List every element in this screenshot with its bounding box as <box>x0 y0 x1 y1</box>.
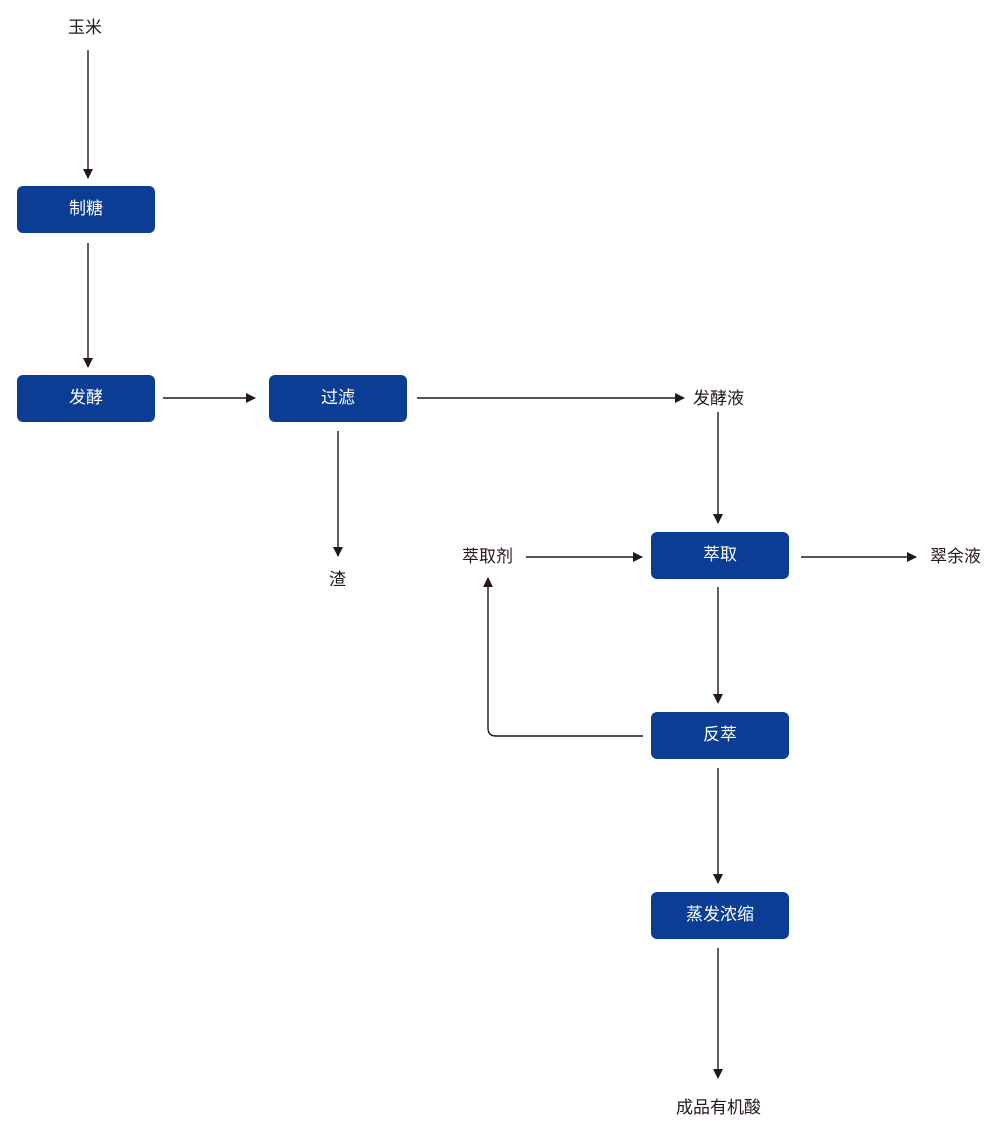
node-residue: 渣 <box>329 570 346 590</box>
node-extractant: 萃取剂 <box>462 547 513 567</box>
node-raffinate: 翠余液 <box>930 547 981 567</box>
node-fermentation: 发酵 <box>17 375 155 422</box>
node-sugar-making: 制糖 <box>17 186 155 233</box>
node-extraction: 萃取 <box>651 532 789 579</box>
arrow-back-extraction-to-extractant <box>483 577 643 737</box>
node-filtration: 过滤 <box>269 375 407 422</box>
node-evaporation: 蒸发浓缩 <box>651 892 789 939</box>
node-product: 成品有机酸 <box>676 1098 761 1118</box>
node-corn: 玉米 <box>68 18 102 38</box>
node-fermentation-broth: 发酵液 <box>693 389 744 409</box>
node-back-extraction: 反萃 <box>651 712 789 759</box>
